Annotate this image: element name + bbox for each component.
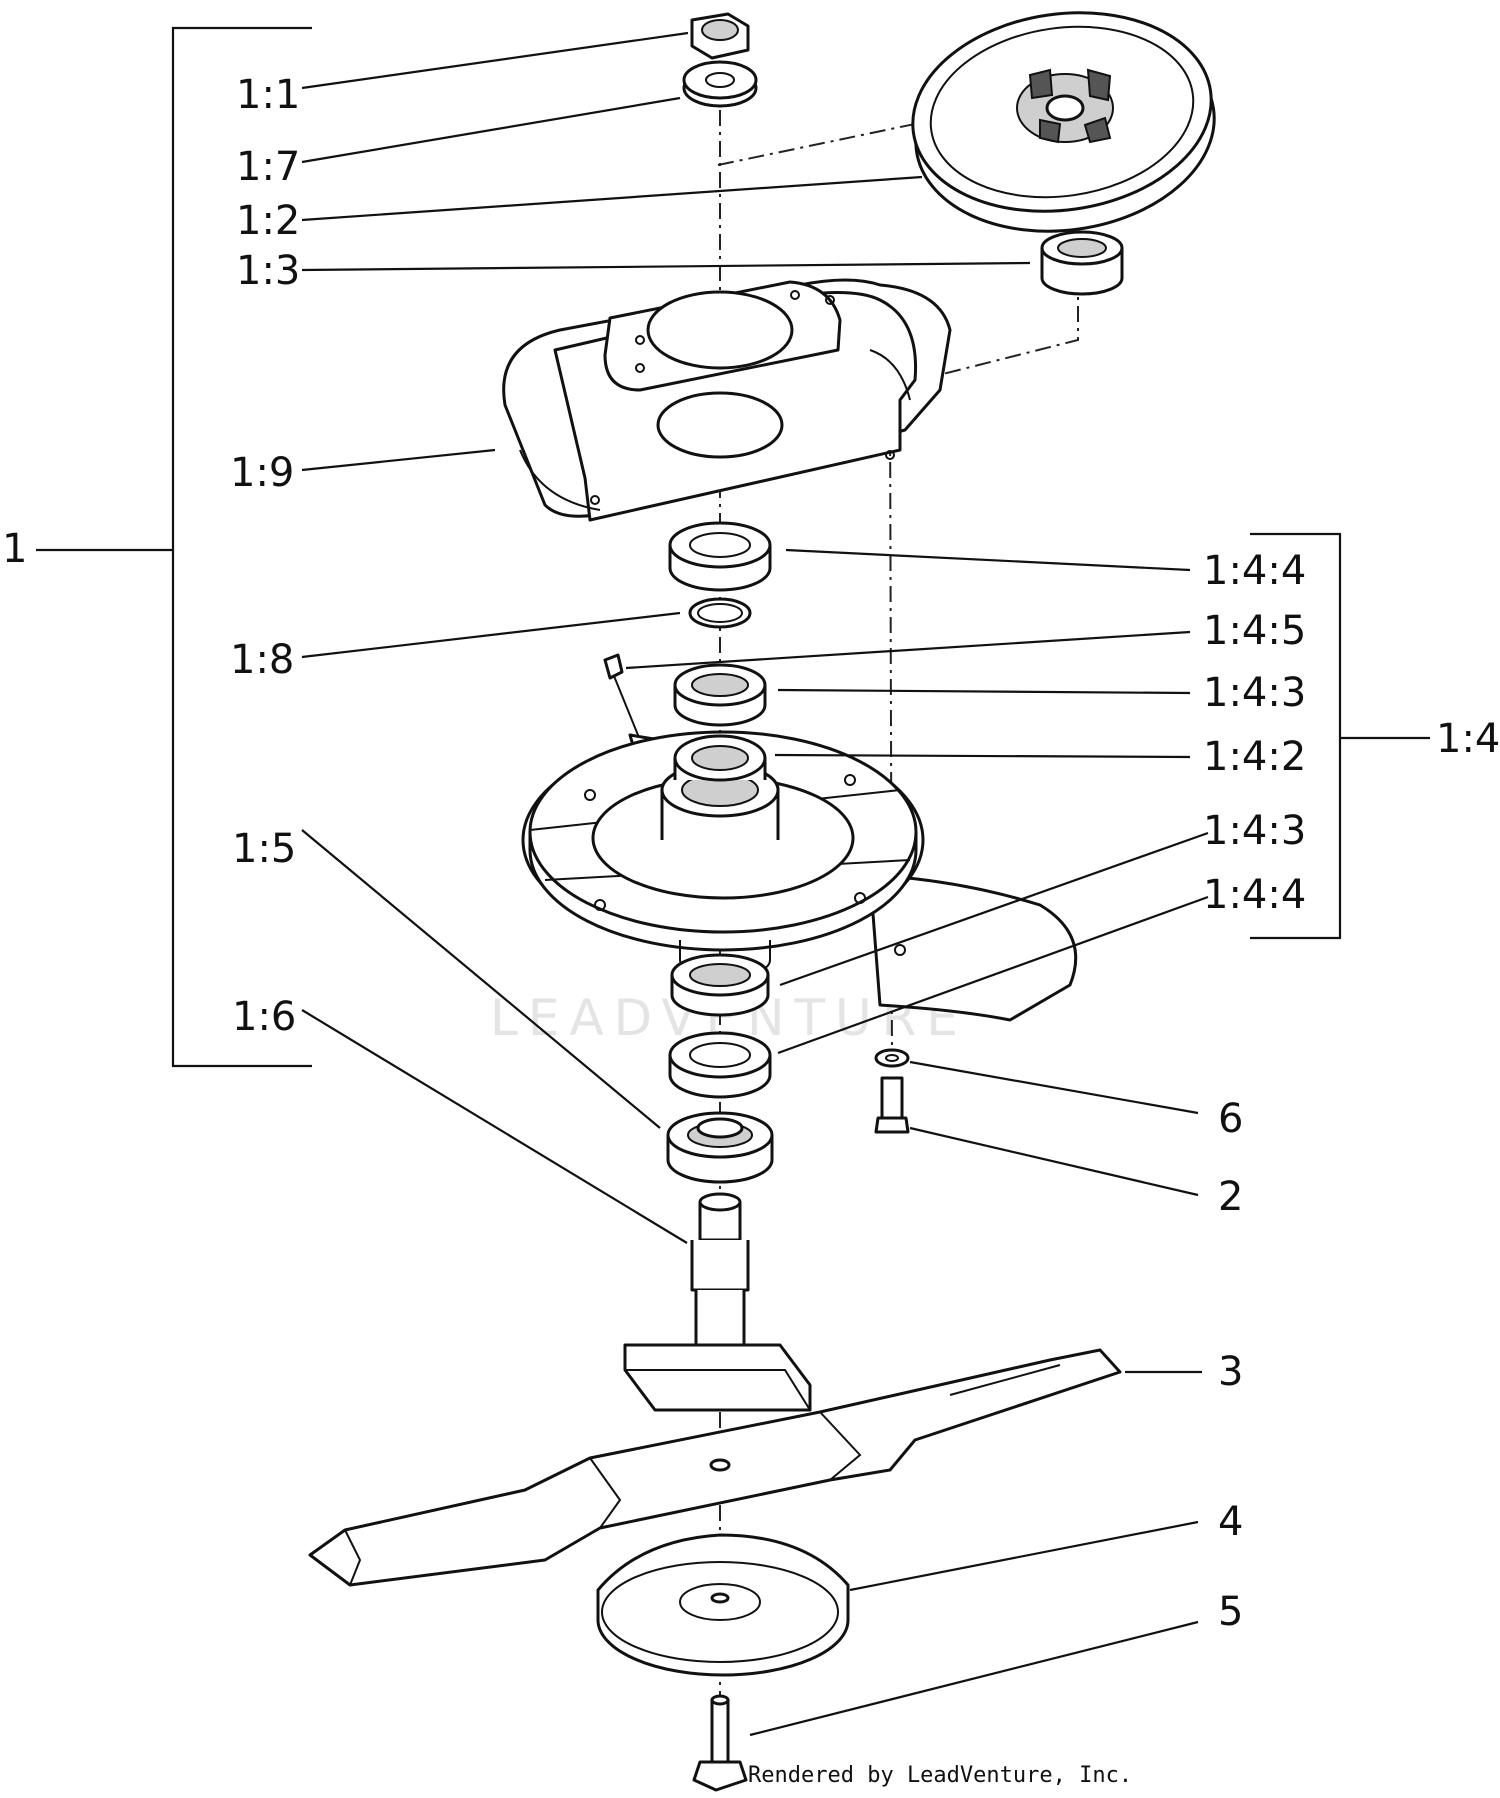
small-washer-part <box>874 1048 910 1068</box>
callout-1-1: 1:1 <box>236 72 300 118</box>
spindle-shaft-part <box>623 1192 812 1412</box>
callout-1-4-3-top: 1:4:3 <box>1203 670 1306 716</box>
leader-1-6 <box>301 1009 688 1244</box>
leader-4 <box>849 1520 1199 1592</box>
bearing-top-part <box>673 663 767 727</box>
housing-part <box>502 278 952 522</box>
leader-1-5 <box>301 829 661 1129</box>
seal-bottom-part <box>668 1031 772 1099</box>
lower-bearing-part <box>666 1111 774 1184</box>
callout-1-5: 1:5 <box>232 826 296 872</box>
callout-1-4-5: 1:4:5 <box>1203 608 1306 654</box>
callout-1-9: 1:9 <box>230 450 294 496</box>
assembly-bracket-1-4 <box>1250 532 1342 940</box>
callout-2: 2 <box>1218 1174 1243 1220</box>
callout-3: 3 <box>1218 1349 1243 1395</box>
callout-1-8: 1:8 <box>230 637 294 683</box>
leader-1-4-4a <box>785 548 1191 572</box>
callout-1-4: 1:4 <box>1436 716 1500 762</box>
leader-5 <box>749 1620 1199 1737</box>
leader-1-2 <box>301 175 923 222</box>
render-credit: Rendered by LeadVenture, Inc. <box>748 1763 1132 1788</box>
callout-6: 6 <box>1218 1096 1243 1142</box>
callout-1-3: 1:3 <box>236 248 300 294</box>
callout-1-4-4-bottom: 1:4:4 <box>1203 872 1306 918</box>
leader-1-4-2 <box>774 753 1191 759</box>
leader-6 <box>909 1060 1199 1115</box>
pulley-axis-link <box>717 99 1031 166</box>
callout-1-4-4-top: 1:4:4 <box>1203 548 1306 594</box>
leader-1-4-3b <box>779 831 1209 987</box>
callout-1-4-2: 1:4:2 <box>1203 734 1306 780</box>
leader-1-4-5 <box>625 630 1191 670</box>
spindle-housing-part <box>521 730 1078 1022</box>
snap-ring-part <box>688 597 752 629</box>
pulley-part <box>911 11 1216 233</box>
callout-4: 4 <box>1218 1499 1243 1545</box>
leader-1-7 <box>301 96 681 164</box>
callout-1-2: 1:2 <box>236 198 300 244</box>
washer-part <box>682 60 758 108</box>
bushing-part <box>1040 230 1124 296</box>
leader-1-3 <box>301 261 1031 272</box>
blade-part <box>308 1348 1122 1587</box>
leader-2 <box>909 1126 1199 1197</box>
seal-top-part <box>668 521 772 592</box>
callout-1-7: 1:7 <box>236 144 300 190</box>
callout-1-6: 1:6 <box>232 994 296 1040</box>
leader-1-9 <box>301 448 496 472</box>
nut-part <box>690 12 750 60</box>
blade-bolt-part <box>692 1694 748 1792</box>
callout-5: 5 <box>1218 1589 1243 1635</box>
leader-1-8 <box>301 611 681 659</box>
assembly-bracket-1 <box>171 26 312 1068</box>
bearing-bottom-part <box>670 953 770 1017</box>
leader-1-4-3a <box>777 688 1191 695</box>
callout-1: 1 <box>2 526 27 572</box>
small-bolt-part <box>874 1076 910 1134</box>
cup-part <box>596 1533 850 1677</box>
leader-1-4-4b <box>777 895 1209 1055</box>
leader-1-1 <box>301 31 689 90</box>
callout-1-4-3-bottom: 1:4:3 <box>1203 808 1306 854</box>
